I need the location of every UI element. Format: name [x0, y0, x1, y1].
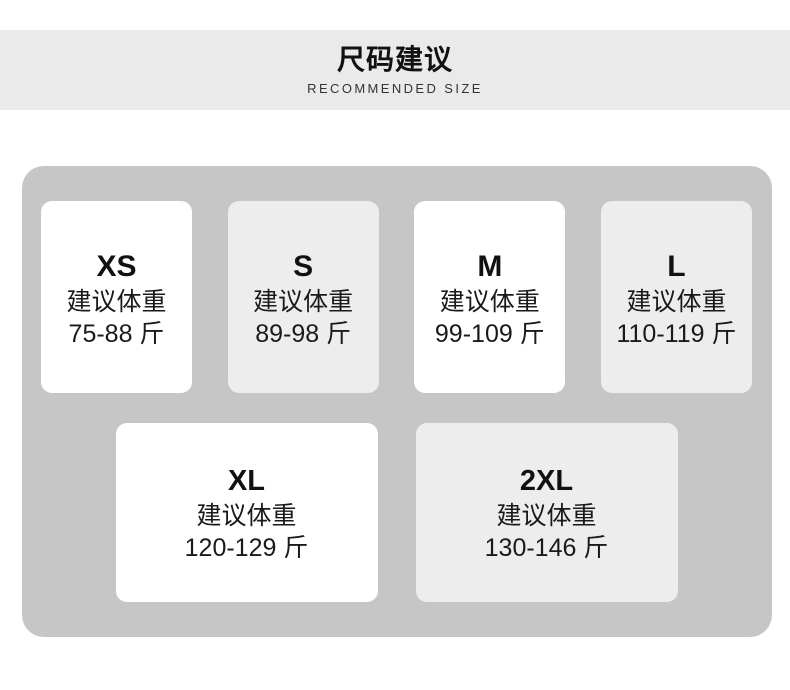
size-card-l[interactable]: L 建议体重 110-119 斤	[600, 201, 752, 393]
size-card-m[interactable]: M 建议体重 99-109 斤	[414, 201, 566, 393]
size-label: L	[667, 249, 686, 283]
weight-range: 120-129 斤	[184, 534, 309, 563]
weight-range: 110-119 斤	[616, 320, 737, 349]
size-card-s[interactable]: S 建议体重 89-98 斤	[227, 201, 379, 393]
weight-caption: 建议体重	[66, 288, 167, 317]
weight-caption: 建议体重	[496, 502, 597, 531]
size-label: XL	[227, 464, 266, 497]
size-label: M	[477, 249, 503, 283]
size-card-row-1: XS 建议体重 75-88 斤 S 建议体重 89-98 斤 M 建议体重 99…	[41, 201, 752, 393]
page-subtitle: RECOMMENDED SIZE	[307, 80, 483, 96]
size-card-xs[interactable]: XS 建议体重 75-88 斤	[41, 201, 192, 393]
page-title: 尺码建议	[336, 44, 453, 76]
weight-range: 89-98 斤	[255, 320, 352, 349]
weight-caption: 建议体重	[439, 288, 540, 317]
header-band: 尺码建议 RECOMMENDED SIZE	[0, 30, 790, 110]
weight-range: 75-88 斤	[68, 320, 165, 349]
weight-range: 99-109 斤	[434, 320, 545, 349]
size-card-2xl[interactable]: 2XL 建议体重 130-146 斤	[415, 423, 678, 602]
size-recommendation-panel: XS 建议体重 75-88 斤 S 建议体重 89-98 斤 M 建议体重 99…	[22, 166, 772, 637]
size-card-xl[interactable]: XL 建议体重 120-129 斤	[115, 423, 378, 602]
size-label: S	[293, 249, 314, 283]
size-card-row-2: XL 建议体重 120-129 斤 2XL 建议体重 130-146 斤	[41, 423, 752, 602]
size-label: 2XL	[519, 464, 574, 497]
weight-range: 130-146 斤	[484, 534, 609, 563]
weight-caption: 建议体重	[253, 288, 354, 317]
weight-caption: 建议体重	[196, 502, 297, 531]
size-label: XS	[96, 249, 137, 283]
weight-caption: 建议体重	[626, 288, 727, 317]
